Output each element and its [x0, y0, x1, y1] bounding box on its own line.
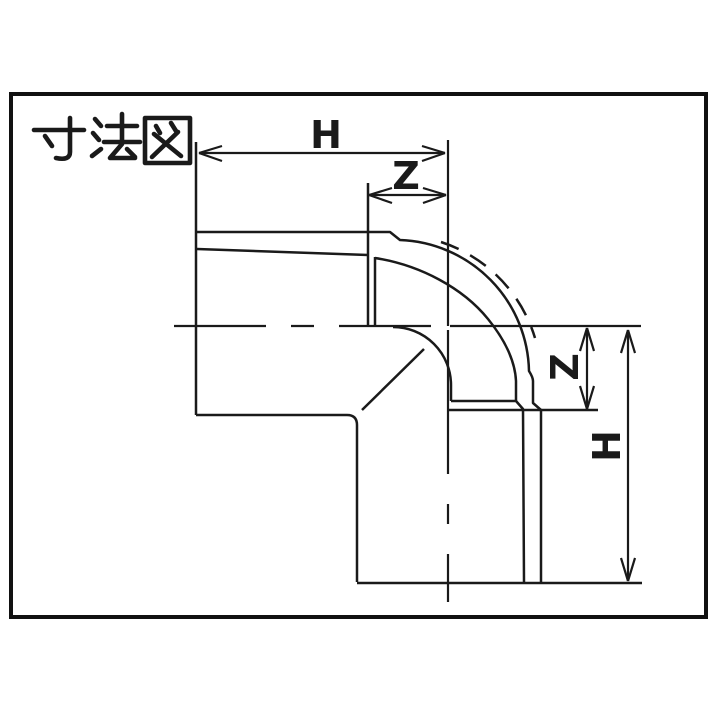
arrowhead-down	[578, 385, 596, 410]
border-frame	[9, 92, 708, 619]
center-lines	[174, 324, 450, 602]
elbow-outline	[194, 142, 642, 585]
kanji-sun	[31, 115, 87, 162]
kanji-hou	[89, 111, 143, 161]
arrowhead-right	[422, 186, 447, 205]
title-kanji	[31, 111, 193, 166]
outer-wall-top	[196, 230, 543, 582]
socket-end-wall	[366, 183, 377, 326]
label-z-right: Z	[543, 353, 587, 381]
arrowhead-left	[198, 144, 223, 163]
arrowhead-left	[368, 186, 393, 205]
arrowhead-up	[578, 327, 596, 352]
body-bottom-outline	[196, 413, 359, 582]
label-h-top: H	[310, 113, 342, 157]
arrowhead-up	[619, 329, 637, 354]
transition-edge	[361, 348, 425, 411]
hidden-bend-arc	[440, 240, 537, 339]
dimension-z-right	[578, 327, 596, 410]
arrowhead-right	[421, 144, 446, 163]
bottom-socket-shoulder	[451, 399, 526, 583]
crotch-arc	[392, 325, 453, 401]
arrowhead-down	[619, 557, 637, 582]
dimension-lines	[198, 140, 641, 582]
label-z-top: Z	[392, 154, 420, 198]
kanji-zu	[142, 115, 193, 166]
dimension-z-top	[368, 186, 447, 205]
dimension-h-top	[198, 144, 446, 163]
socket-bore-top	[196, 247, 369, 257]
bore-bend-arc	[374, 256, 518, 401]
label-h-right: H	[585, 430, 629, 462]
dimension-h-right	[619, 329, 637, 582]
